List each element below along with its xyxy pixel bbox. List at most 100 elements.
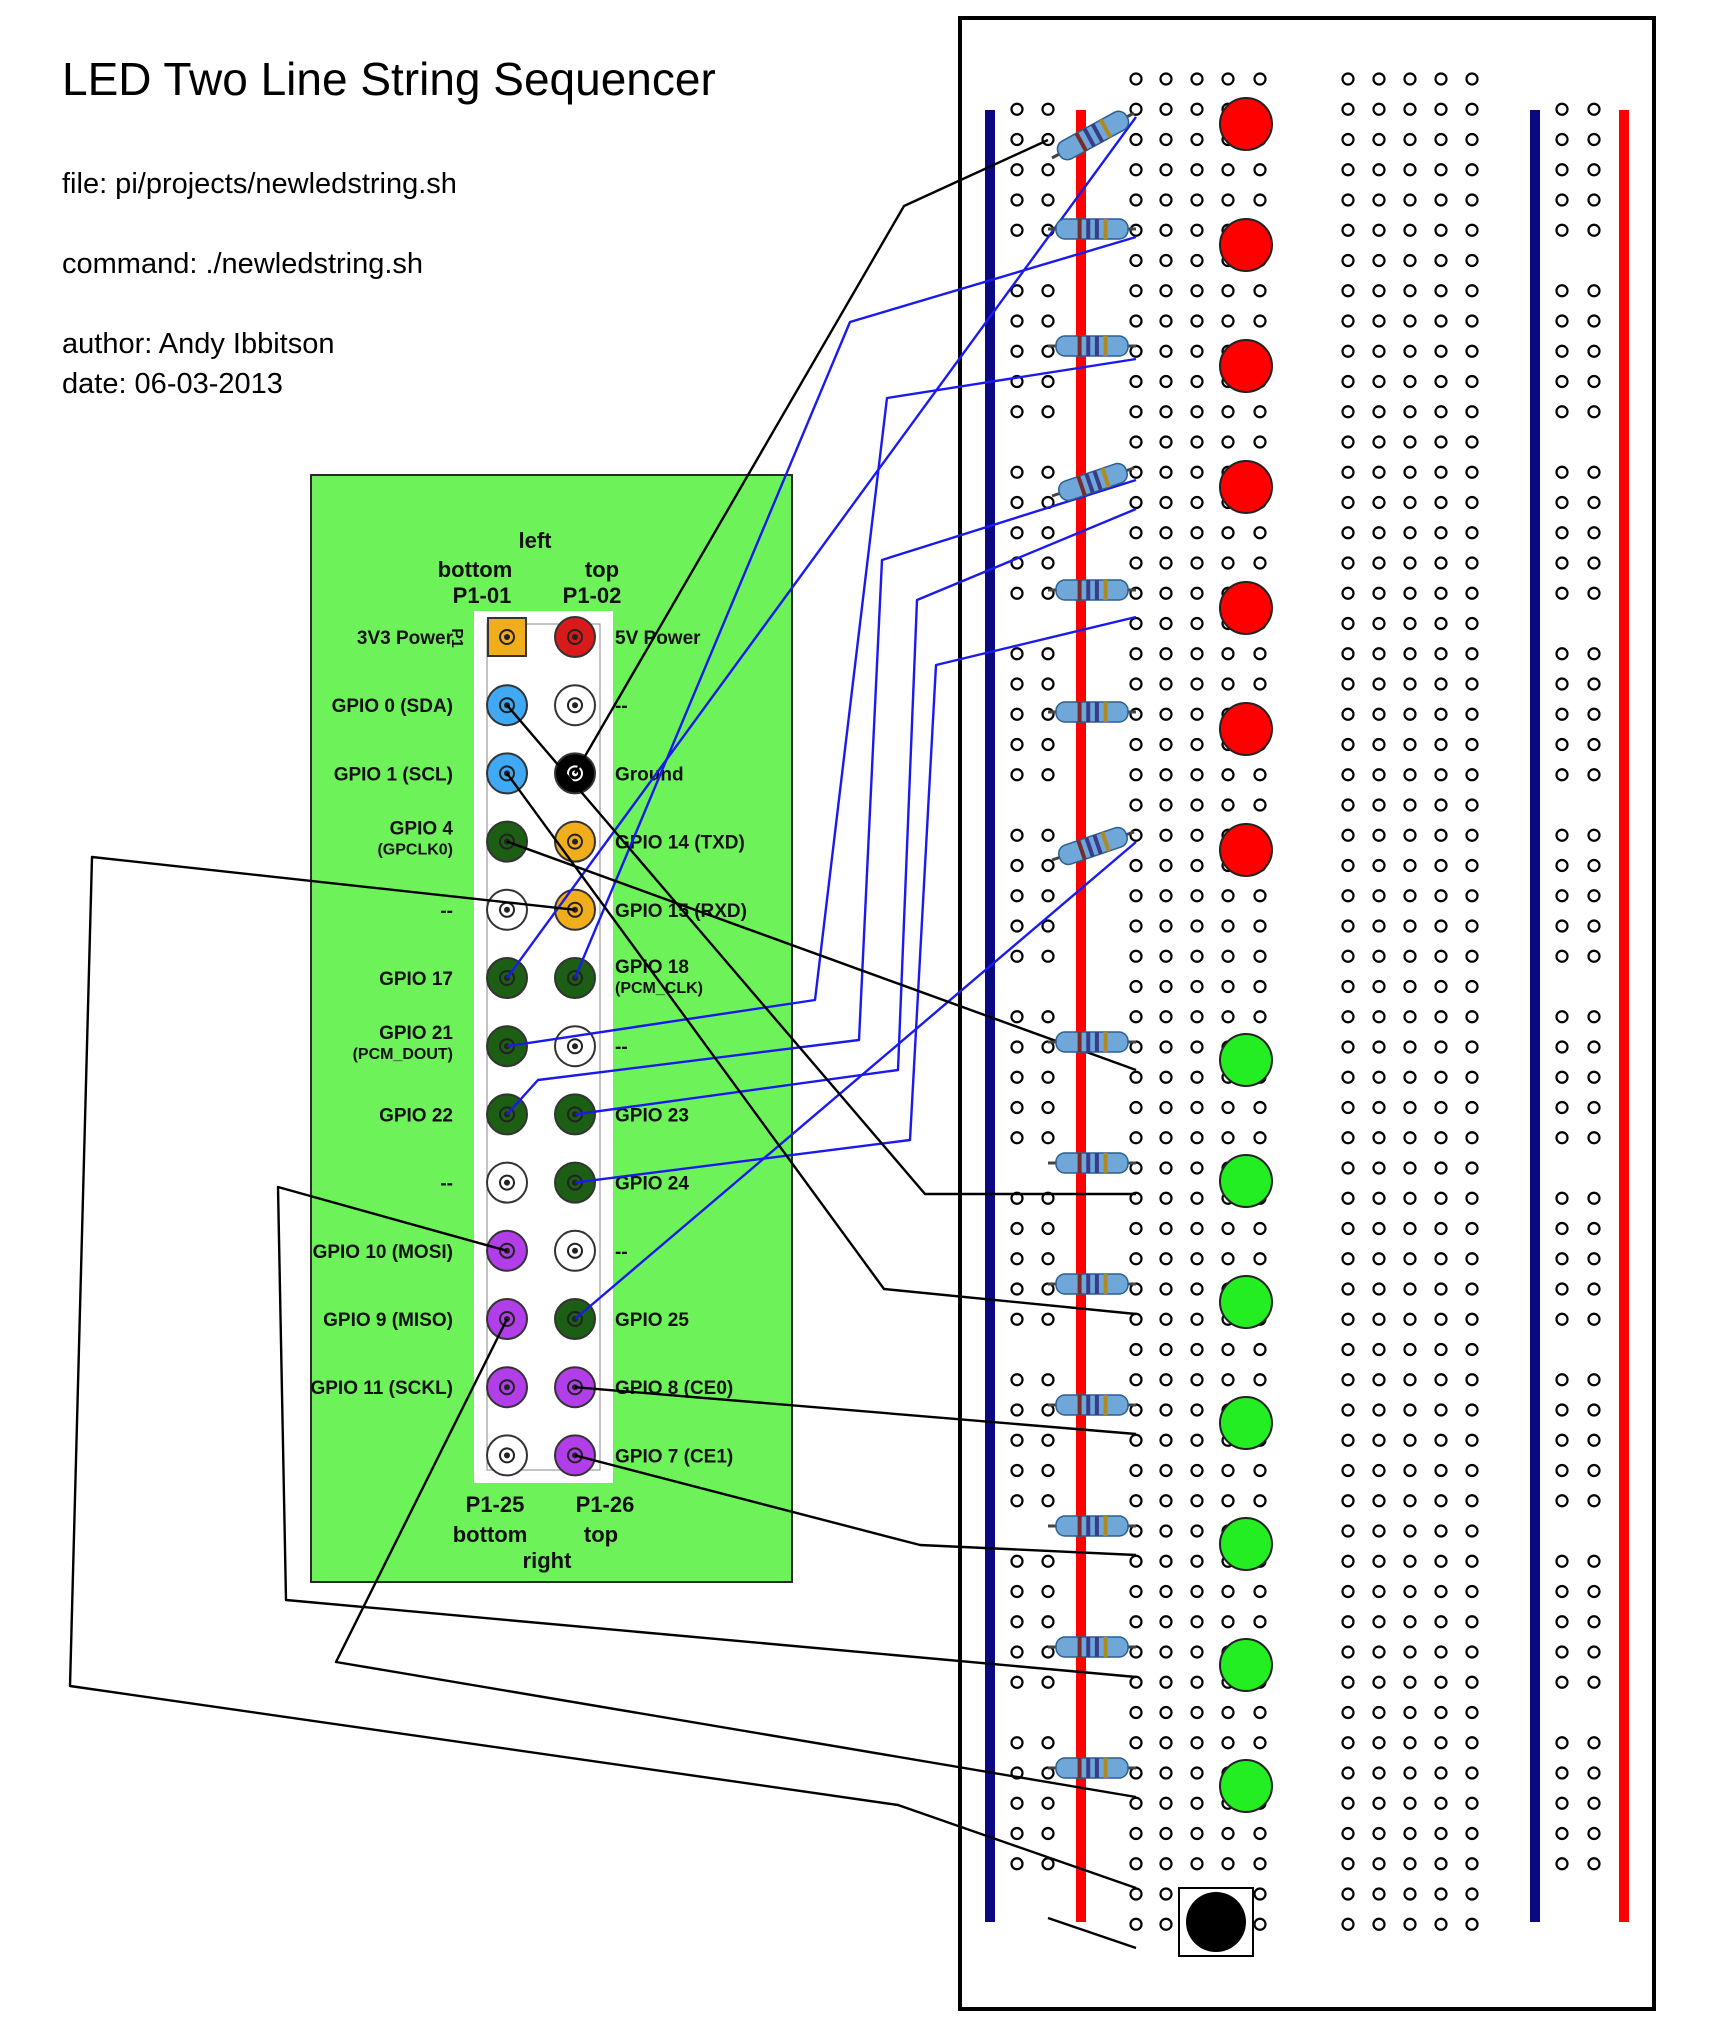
breadboard-hole <box>1041 949 1055 963</box>
breadboard-hole <box>1041 1675 1055 1689</box>
breadboard-hole <box>1341 1433 1355 1447</box>
breadboard-hole <box>1434 495 1448 510</box>
breadboard-hole <box>1555 1463 1569 1478</box>
breadboard-hole <box>1403 1826 1417 1841</box>
breadboard-hole <box>1129 526 1143 540</box>
breadboard-hole <box>1465 1675 1479 1689</box>
breadboard-hole <box>1372 1796 1386 1810</box>
breadboard-hole <box>1372 1010 1386 1024</box>
breadboard-hole <box>1010 1312 1024 1326</box>
pin-15-label: GPIO 22 <box>379 1105 453 1126</box>
breadboard-hole <box>1341 949 1355 963</box>
breadboard-hole <box>1587 707 1601 721</box>
breadboard-hole <box>1555 1070 1569 1084</box>
wire <box>506 116 1137 979</box>
breadboard-hole <box>1434 1010 1448 1024</box>
breadboard-hole <box>1403 677 1417 691</box>
green-led-3 <box>1219 1275 1273 1329</box>
breadboard-hole <box>1555 858 1569 873</box>
breadboard-hole <box>1341 223 1355 237</box>
breadboard-hole <box>1129 1463 1143 1478</box>
col-left-top-name: bottom <box>438 557 513 582</box>
breadboard-hole <box>1253 677 1267 691</box>
breadboard-hole <box>1372 465 1386 479</box>
breadboard-hole <box>1159 949 1173 963</box>
breadboard-hole <box>1010 1675 1024 1689</box>
breadboard-hole <box>1372 1554 1386 1568</box>
breadboard-hole <box>1434 284 1448 298</box>
breadboard-hole <box>1129 495 1143 510</box>
breadboard-hole <box>1465 102 1479 116</box>
breadboard-hole <box>1041 314 1055 328</box>
breadboard-hole <box>1190 768 1204 782</box>
breadboard-hole <box>1341 1100 1355 1115</box>
breadboard-hole <box>1010 495 1024 510</box>
breadboard-hole <box>1253 526 1267 540</box>
breadboard-hole <box>1341 344 1355 358</box>
breadboard-hole <box>1159 737 1173 752</box>
breadboard-hole <box>1341 616 1355 631</box>
breadboard-hole <box>1190 1373 1204 1387</box>
breadboard-hole <box>1221 677 1235 691</box>
breadboard-hole <box>1434 1161 1448 1175</box>
breadboard-hole <box>1587 526 1601 540</box>
breadboard-hole <box>1159 1766 1173 1780</box>
breadboard-hole <box>1403 1403 1417 1417</box>
breadboard-hole <box>1434 1554 1448 1568</box>
green-led-6 <box>1219 1638 1273 1692</box>
breadboard-hole <box>1372 1826 1386 1841</box>
pin-19-hole <box>499 1242 515 1259</box>
breadboard-hole <box>1010 1131 1024 1145</box>
breadboard-hole <box>1434 1826 1448 1841</box>
breadboard-hole <box>1221 1463 1235 1478</box>
breadboard-hole <box>1372 72 1386 86</box>
breadboard-hole <box>1159 465 1173 479</box>
author-label: author: Andy Ibbitson <box>62 328 335 360</box>
breadboard-hole <box>1372 1403 1386 1417</box>
breadboard-hole <box>1465 1554 1479 1568</box>
green-led-5 <box>1219 1517 1273 1571</box>
breadboard-hole <box>1221 1826 1235 1841</box>
pin-1-contact <box>504 634 510 640</box>
breadboard-hole <box>1587 1403 1601 1417</box>
wire <box>506 772 1137 1316</box>
breadboard-hole <box>1434 1312 1448 1326</box>
breadboard-hole <box>1190 1282 1204 1296</box>
breadboard-hole <box>1434 1221 1448 1236</box>
breadboard-hole <box>1190 586 1204 600</box>
breadboard-hole <box>1129 1584 1143 1599</box>
breadboard-hole <box>1159 1857 1173 1871</box>
breadboard-hole <box>1465 1463 1479 1478</box>
breadboard-hole <box>1555 526 1569 540</box>
page-title: LED Two Line String Sequencer <box>62 53 716 105</box>
breadboard-hole <box>1221 1705 1235 1720</box>
breadboard-hole <box>1403 193 1417 207</box>
breadboard-hole <box>1041 1554 1055 1568</box>
breadboard-hole <box>1403 1191 1417 1205</box>
breadboard-hole <box>1465 889 1479 903</box>
resistor <box>1051 826 1135 866</box>
breadboard-hole <box>1555 1796 1569 1810</box>
breadboard-hole <box>1465 1615 1479 1629</box>
breadboard-hole <box>1190 1403 1204 1417</box>
pin-5-hole <box>499 765 515 782</box>
breadboard-hole <box>1555 284 1569 298</box>
breadboard-hole <box>1434 163 1448 177</box>
breadboard-hole <box>1372 1131 1386 1145</box>
breadboard-hole <box>1403 132 1417 147</box>
breadboard-hole <box>1555 374 1569 389</box>
breadboard-hole <box>1159 284 1173 298</box>
breadboard-hole <box>1372 828 1386 842</box>
breadboard-hole <box>1010 1100 1024 1115</box>
breadboard-hole <box>1010 1645 1024 1659</box>
breadboard-hole <box>1041 556 1055 570</box>
breadboard-hole <box>1129 798 1143 812</box>
resistor <box>1048 218 1136 240</box>
breadboard-hole <box>1372 858 1386 873</box>
pin-6-label: Ground <box>615 764 684 785</box>
breadboard-hole <box>1129 1070 1143 1084</box>
breadboard-hole <box>1221 405 1235 419</box>
breadboard-hole <box>1465 1131 1479 1145</box>
breadboard-hole <box>1341 435 1355 449</box>
breadboard-hole <box>1190 1433 1204 1447</box>
